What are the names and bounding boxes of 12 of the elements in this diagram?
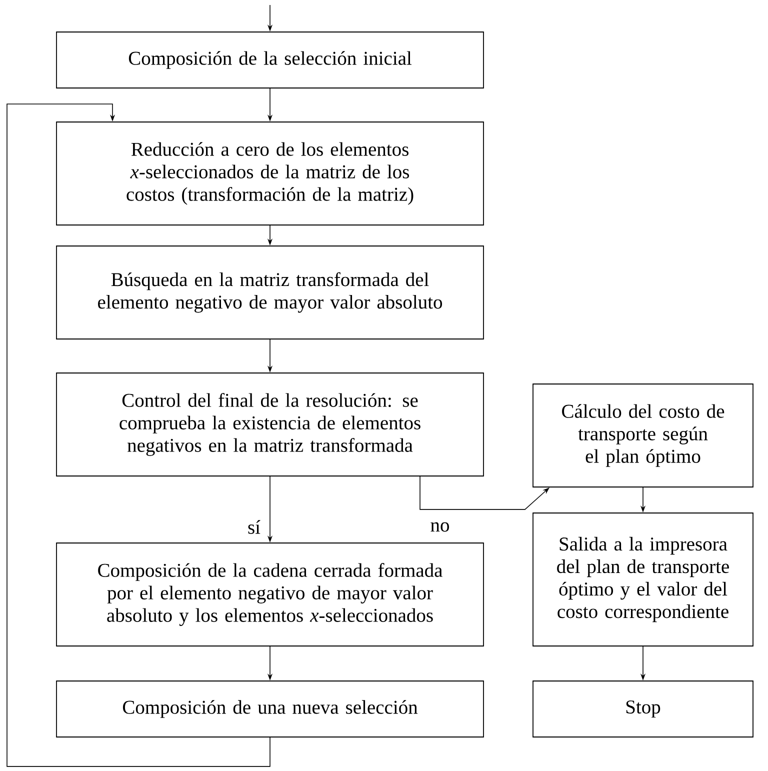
edge-label: sí: [246, 519, 262, 535]
process-box: Cálculo del costo de transporte según el plan óptimo: [532, 384, 754, 488]
arrow: [6, 104, 270, 767]
process-box: Salida a la impresora del plan de transporte óptimo y el valor del costo correspondiente: [532, 512, 754, 646]
process-box: Búsqueda en la matriz transformada del elemento negativo de mayor valor absoluto: [56, 246, 484, 340]
process-box: Composición de una nueva selección: [56, 680, 484, 738]
process-box: Reducción a cero de los elementos x-seleccionados de la matriz de los costos (transformación de la matriz): [56, 122, 484, 226]
process-box: Control del final de la resolución: se comprueba la existencia de elementos negativos en la matriz transformada: [56, 372, 484, 476]
edge-label: no: [429, 521, 451, 533]
process-box: Composición de la cadena cerrada formada por el elemento negativo de mayor valor absoluto y los elementos x-seleccionados: [56, 542, 484, 646]
process-box: Stop: [532, 680, 754, 738]
process-box: Composición de la selección inicial: [56, 32, 484, 88]
